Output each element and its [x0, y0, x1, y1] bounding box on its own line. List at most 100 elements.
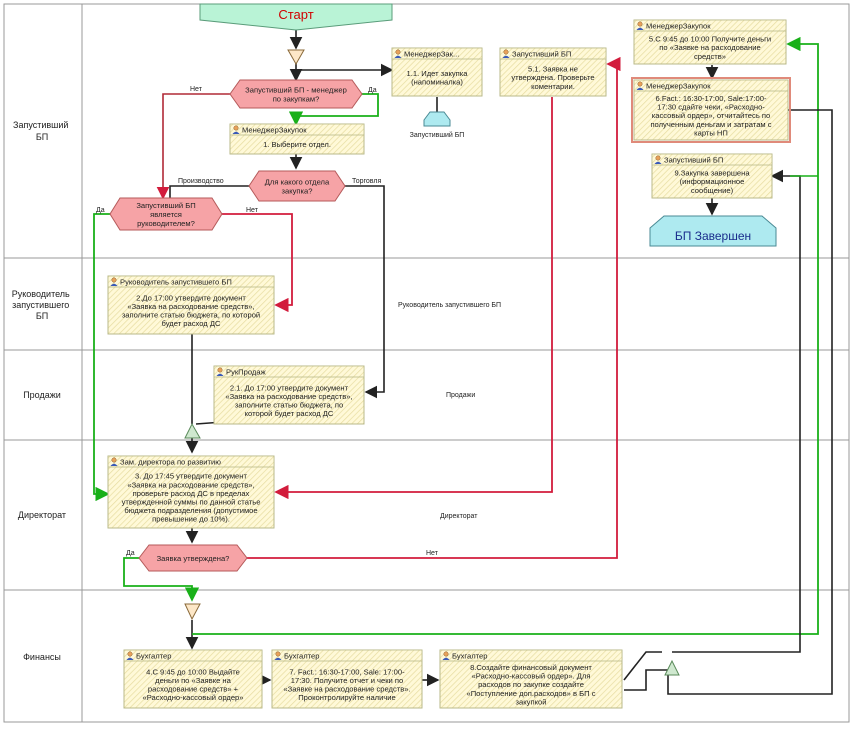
edge-label-d3-net: Нет	[246, 207, 259, 214]
task-6-text-line: карты НП	[694, 128, 728, 137]
merge-gateway-top	[287, 49, 305, 66]
edge-label-d2-torg: Торговля	[352, 178, 381, 185]
decision-d1-text-line: Запустивший БП - менеджер	[245, 86, 347, 95]
decision-d3-shape	[109, 197, 223, 231]
decision-d2-shape	[248, 170, 346, 202]
user-icon	[636, 81, 644, 90]
task-3-text-line: утвержденной суммы по данной статье	[122, 498, 261, 507]
task-4[interactable]: Бухгалтер 4.С 9:45 до 10:00 Выдайтеденьги…	[123, 649, 263, 709]
decision-d2-text-line: Для какого отдела	[265, 178, 330, 187]
task-5-1[interactable]: Запустивший БП5.1. Заявка неутверждена. …	[499, 47, 607, 97]
task-2-text-line: 2.До 17:00 утвердите документ	[136, 293, 246, 302]
decision-d3-text-line: Запустивший БП	[136, 201, 195, 210]
lane-watermark-direktorat: Директорат	[440, 513, 478, 520]
start-event: Старт	[199, 3, 393, 31]
task-6-text-line: 6.Fact.: 16:30-17:00, Sale:17:00-	[655, 94, 766, 103]
task-7-text-line: Проконтролируйте наличие	[298, 693, 396, 702]
task-3-text-line: проверьте расход ДС в пределах	[133, 489, 250, 498]
task-1-1-text-line: (напоминалка)	[411, 78, 463, 87]
user-icon	[636, 21, 644, 30]
task-4-text-line: деньги по «Заявке на	[155, 676, 231, 685]
task-9-text-line: сообщение)	[691, 186, 734, 195]
decision-d4: Заявка утверждена?	[138, 544, 248, 572]
merge-gateway-prodazhi	[184, 422, 201, 439]
task-1[interactable]: МенеджерЗакупок 1. Выберите отдел.	[229, 123, 365, 155]
task-2-1-text-line: «Заявка на расходование средств»,	[225, 392, 352, 401]
lane-label-finansy: Финансы	[23, 652, 61, 662]
task-8-text-line: «Расходно-кассовый ордер». Для	[472, 672, 591, 681]
task-2-text-line: заполните статью бюджета, по которой	[122, 311, 260, 320]
connectors	[93, 30, 833, 695]
task-1-1-role: МенеджерЗак...	[404, 50, 459, 59]
task-6-text-line: кассовый ордер», отчитайтесь по	[652, 111, 770, 120]
task-9-text-line: 9.Закупка завершена	[674, 169, 750, 178]
task-2-role: Руководитель запустившего БП	[120, 278, 232, 287]
edge-labels: Нет Да Производство Торговля Да Нет Да Н…	[96, 86, 439, 557]
task-1-text-line: 1. Выберите отдел.	[263, 140, 331, 149]
task-7-text-line: 17:30. Получите отчет и чеки по	[291, 676, 403, 685]
task-2-1[interactable]: РукПродаж 2.1. До 17:00 утвердите докумен…	[213, 365, 365, 425]
user-icon	[110, 457, 118, 466]
lane-label-rukovoditel: Руководитель запустившего БП	[12, 289, 73, 321]
task-2-text-line: будет расход ДС	[162, 319, 221, 328]
lane-label-prodazhi: Продажи	[23, 390, 61, 400]
task-8-role: Бухгалтер	[452, 652, 488, 661]
decision-d1-shape	[229, 79, 363, 109]
end-event: БП Завершен	[649, 215, 777, 247]
task-1-role: МенеджерЗакупок	[242, 126, 307, 135]
edge-label-d1-net: Нет	[190, 86, 203, 93]
end-label: БП Завершен	[675, 229, 751, 243]
user-icon	[110, 277, 118, 286]
task-4-text-line: «Расходно-кассовый ордер»	[142, 693, 243, 702]
task-7-text-line: «Заявке на расходование средств».	[283, 685, 410, 694]
task-2-1-text-line: заполните статью бюджета, по	[235, 401, 343, 410]
merge-gateway-finansy	[184, 603, 201, 621]
lane-label-direktorat: Директорат	[18, 510, 66, 520]
decision-d4-text-line: Заявка утверждена?	[157, 554, 230, 563]
task-4-role: Бухгалтер	[136, 652, 172, 661]
task-8-text-line: расходов по закупке создайте	[478, 680, 584, 689]
task-4-text-line: расходование средств» +	[148, 685, 239, 694]
edge-label-d1-da: Да	[368, 87, 377, 94]
task-2[interactable]: Руководитель запустившего БП 2.До 17:00 у…	[107, 275, 275, 335]
task-5-text-line: средств»	[694, 52, 726, 61]
task-7-role: Бухгалтер	[284, 652, 320, 661]
task-5-text-line: по «Заявке на расходование	[659, 43, 760, 52]
edge-label-d4-net: Нет	[426, 550, 439, 557]
swimlanes: Запустивший БП Руководитель запустившего…	[3, 3, 850, 723]
user-icon	[394, 49, 402, 58]
offpage-connector: Запустивший БП	[410, 111, 465, 139]
user-icon	[216, 367, 224, 376]
task-8-text-line: закупкой	[516, 697, 547, 706]
task-6-text-line: полученным деньгам и затратам с	[650, 120, 771, 129]
task-1-1[interactable]: МенеджерЗак... 1.1. Идет закупка(напомина…	[391, 47, 483, 97]
edge-label-d3-da: Да	[96, 207, 105, 214]
task-1-1-text-line: 1.1. Идет закупка	[407, 69, 469, 78]
start-label: Старт	[278, 7, 313, 22]
task-3-text-line: бюджета подразделения (допустимое	[124, 506, 257, 515]
task-4-text-line: 4.С 9:45 до 10:00 Выдайте	[146, 667, 240, 676]
edge-label-d4-da: Да	[126, 550, 135, 557]
task-2-1-text-line: 2.1. До 17:00 утвердите документ	[230, 383, 349, 392]
offpage-connector-label: Запустивший БП	[410, 131, 465, 139]
task-5-1-text-line: утверждена. Проверьте	[511, 73, 594, 82]
task-2-text-line: «Заявка на расходование средств»,	[127, 302, 254, 311]
task-9-text-line: (информационное	[680, 177, 745, 186]
task-2-1-role: РукПродаж	[226, 368, 267, 377]
task-9[interactable]: Запустивший БП9.Закупка завершена(информ…	[651, 153, 773, 199]
task-3-text-line: 3. До 17:45 утвердите документ	[135, 472, 247, 481]
user-icon	[654, 155, 662, 164]
decision-d3-text-line: является	[150, 210, 182, 219]
task-2-1-text-line: которой будет расход ДС	[245, 409, 334, 418]
user-icon	[126, 651, 134, 660]
task-6[interactable]: МенеджерЗакупок 6.Fact.: 16:30-17:00, Sal…	[631, 77, 791, 143]
task-6-role: МенеджерЗакупок	[646, 82, 711, 91]
task-8-text-line: «Поступление доп.расходов» в БП с	[467, 689, 596, 698]
